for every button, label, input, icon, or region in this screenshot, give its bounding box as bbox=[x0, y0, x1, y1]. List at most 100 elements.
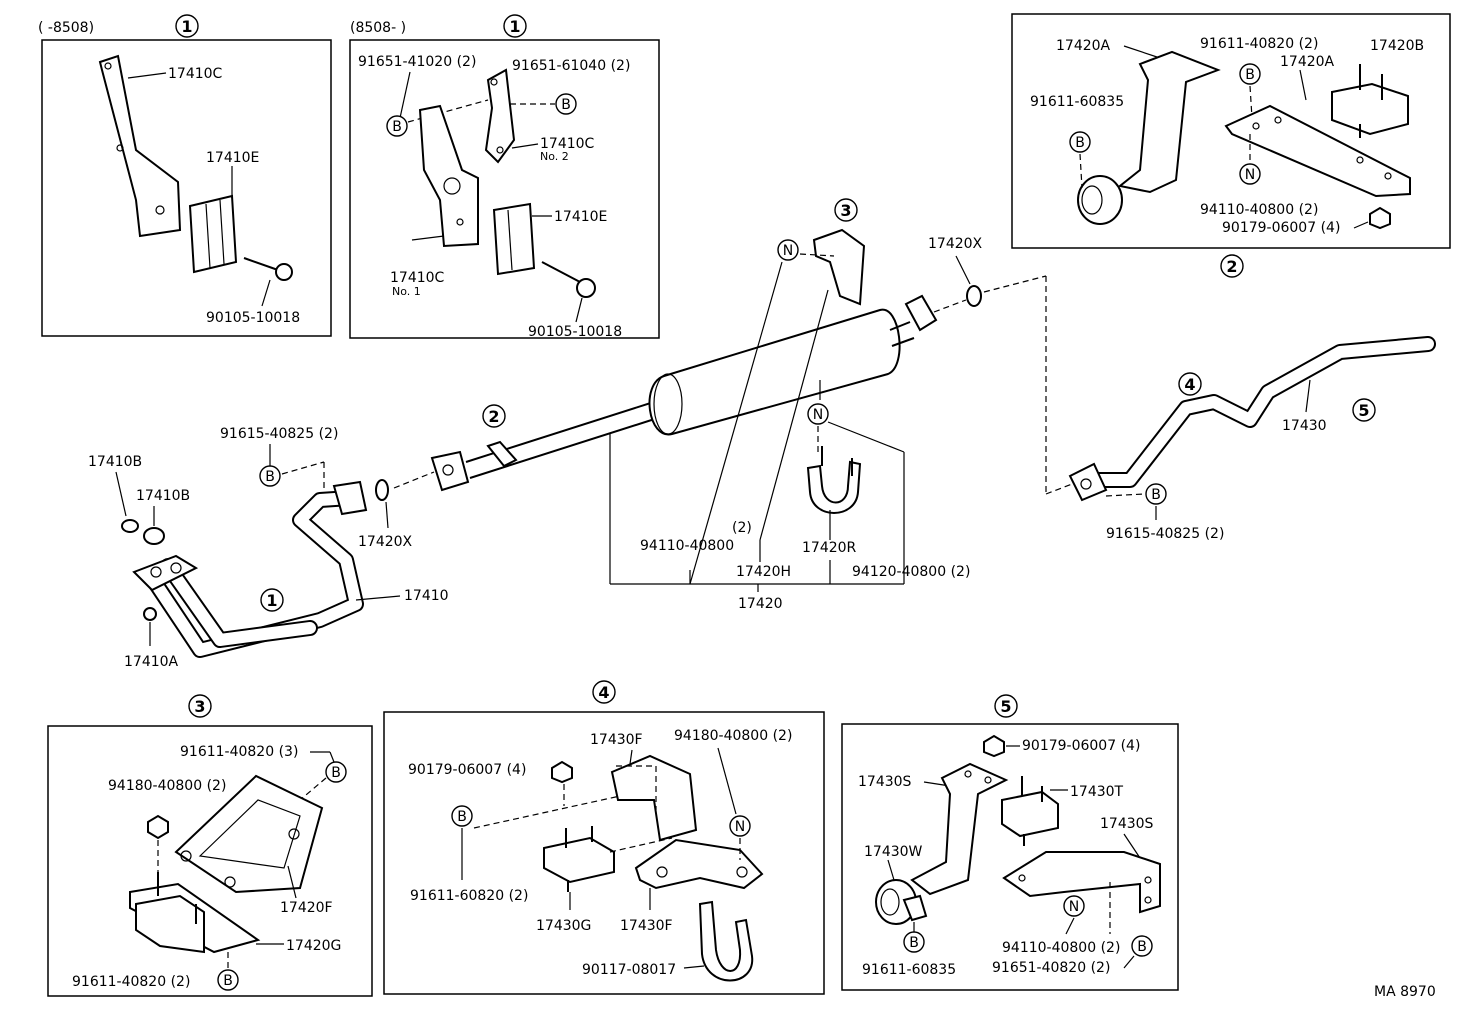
box-frame bbox=[383, 711, 825, 995]
part-label: 17420F bbox=[280, 900, 333, 916]
mount-plate-shape bbox=[1224, 104, 1411, 198]
detail-box-5: 5 90179-06007 (4) 17430S 17430W B 91611-… bbox=[841, 694, 1179, 991]
rubber-mount-shape bbox=[1001, 790, 1059, 838]
part-label: 17410B bbox=[88, 454, 142, 470]
bracket-shape bbox=[610, 754, 698, 842]
part-label: 91651-41020 (2) bbox=[358, 54, 476, 70]
callout-5-circle: 5 bbox=[1352, 398, 1376, 422]
svg-text:N: N bbox=[783, 243, 793, 259]
bolt-ref-b: B bbox=[386, 115, 408, 137]
box-frame bbox=[47, 725, 373, 997]
svg-text:4: 4 bbox=[1184, 375, 1195, 394]
bolt-ref-b: B bbox=[555, 93, 577, 115]
svg-text:3: 3 bbox=[194, 697, 205, 716]
bolt-ref-b: B bbox=[259, 465, 281, 487]
part-label: 94120-40800 (2) bbox=[852, 564, 970, 580]
svg-text:N: N bbox=[813, 407, 823, 423]
part-label: 17410E bbox=[206, 150, 259, 166]
detail-box-3: 3 91611-40820 (3) B 94180-40800 (2) 1742… bbox=[47, 694, 373, 997]
part-label: 90105-10018 bbox=[206, 310, 300, 326]
part-sublabel: No. 1 bbox=[392, 285, 421, 298]
part-label: 94110-40800 (2) bbox=[1002, 940, 1120, 956]
u-bolt-shape bbox=[698, 900, 754, 982]
hanger-bracket-shape bbox=[910, 762, 1009, 896]
part-label: 94180-40800 (2) bbox=[108, 778, 226, 794]
svg-text:4: 4 bbox=[598, 683, 609, 702]
part-label: 17430F bbox=[590, 732, 643, 748]
part-label: 17410A bbox=[124, 654, 179, 670]
svg-text:B: B bbox=[1151, 487, 1161, 503]
part-label: 90105-10018 bbox=[528, 324, 622, 340]
nut-shape bbox=[1369, 206, 1391, 230]
callout-number: 1 bbox=[509, 17, 520, 36]
tail-flange-shape bbox=[1068, 462, 1108, 502]
part-label: 17420B bbox=[1370, 38, 1424, 54]
part-label: 91651-40820 (2) bbox=[992, 960, 1110, 976]
range-label-1b: (8508- ) bbox=[350, 20, 406, 36]
part-label: 94110-40800 bbox=[640, 538, 734, 554]
gasket-shape bbox=[143, 527, 165, 545]
front-flange-shape bbox=[132, 554, 199, 592]
mount-plate-shape bbox=[1002, 851, 1161, 914]
bolt-ref-b: B bbox=[1131, 935, 1153, 957]
outlet-flange-shape bbox=[904, 294, 938, 332]
part-label: 17420X bbox=[358, 534, 413, 550]
nut-shape bbox=[551, 760, 573, 784]
gasket-shape bbox=[966, 285, 982, 307]
svg-text:B: B bbox=[265, 469, 275, 485]
bolt-ref-b: B bbox=[1239, 63, 1261, 85]
rubber-mount-shape bbox=[1331, 82, 1409, 136]
nut-ref-n: N bbox=[729, 815, 751, 837]
svg-text:B: B bbox=[223, 973, 233, 989]
svg-text:B: B bbox=[331, 765, 341, 781]
detail-box-2: 2 17420A 91611-40820 (2) 17420B B 17420A… bbox=[1011, 13, 1451, 278]
image-reference: MA 8970 bbox=[1374, 984, 1436, 1000]
part-label: 91611-60820 (2) bbox=[410, 888, 528, 904]
bolt-ref-b: B bbox=[903, 931, 925, 953]
part-label: 17430F bbox=[620, 918, 673, 934]
part-label: 91611-40820 (2) bbox=[72, 974, 190, 990]
rubber-mount-shape bbox=[543, 836, 615, 884]
part-label: 17410E bbox=[554, 209, 607, 225]
clamp-shape bbox=[188, 194, 238, 274]
bracket-shape bbox=[98, 54, 182, 238]
svg-text:B: B bbox=[909, 935, 919, 951]
callout-1-circle: 1 bbox=[503, 14, 527, 38]
svg-text:B: B bbox=[1245, 67, 1255, 83]
part-label: 17420H bbox=[736, 564, 791, 580]
svg-text:B: B bbox=[561, 97, 571, 113]
bolt-shape bbox=[243, 257, 279, 271]
part-label: 91611-40820 (3) bbox=[180, 744, 298, 760]
box-frame bbox=[349, 39, 660, 339]
part-label: 17410C bbox=[168, 66, 223, 82]
svg-text:B: B bbox=[392, 119, 402, 135]
box-frame bbox=[41, 39, 332, 337]
svg-text:N: N bbox=[1069, 899, 1079, 915]
part-label: 90179-06007 (4) bbox=[1222, 220, 1340, 236]
callout-3-circle: 3 bbox=[188, 694, 212, 718]
part-label: 17430T bbox=[1070, 784, 1124, 800]
part-label: 17430S bbox=[858, 774, 912, 790]
callout-4-circle: 4 bbox=[1178, 372, 1202, 396]
part-label: 17420A bbox=[1280, 54, 1335, 70]
bolt-ref-b: B bbox=[325, 761, 347, 783]
part-label: (2) bbox=[732, 520, 752, 536]
part-label: 17430S bbox=[1100, 816, 1154, 832]
svg-text:N: N bbox=[1245, 167, 1255, 183]
part-label: 17420R bbox=[802, 540, 857, 556]
part-label: 17420X bbox=[928, 236, 983, 252]
part-label: 91651-61040 (2) bbox=[512, 58, 630, 74]
gasket-shape bbox=[121, 519, 139, 533]
svg-text:B: B bbox=[457, 809, 467, 825]
callout-1-circle: 1 bbox=[175, 14, 199, 38]
part-label: 17430 bbox=[1282, 418, 1327, 434]
nut-shape bbox=[147, 814, 169, 840]
nut-ref-n: N bbox=[1239, 163, 1261, 185]
rear-flange-shape bbox=[332, 480, 368, 516]
part-label: 94110-40800 (2) bbox=[1200, 202, 1318, 218]
callout-3-circle: 3 bbox=[834, 198, 858, 222]
part-label: 91611-60835 bbox=[1030, 94, 1124, 110]
detail-box-1a: ( -8508) 1 17410C 17410E 90105-10018 bbox=[38, 14, 332, 337]
nut-shape bbox=[143, 607, 157, 621]
